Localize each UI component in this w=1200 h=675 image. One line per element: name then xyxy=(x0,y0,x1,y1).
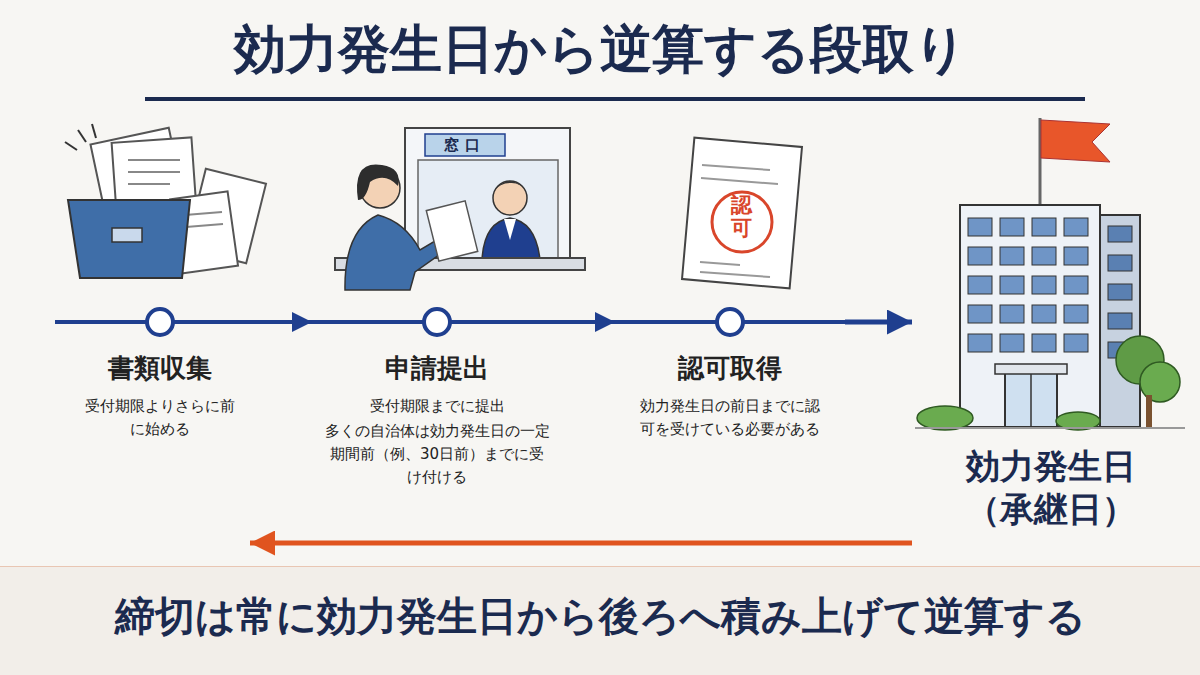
document-tray xyxy=(68,200,190,278)
building xyxy=(915,427,1185,429)
document-tray xyxy=(128,183,170,185)
document-tray xyxy=(128,159,180,161)
building xyxy=(915,118,1185,430)
document-tray xyxy=(185,212,222,215)
stamp-text: 認可 xyxy=(731,194,752,240)
building xyxy=(960,205,1100,427)
approval-document xyxy=(682,138,802,289)
building xyxy=(1064,334,1088,352)
document-tray xyxy=(92,124,96,138)
timeline-dot xyxy=(147,309,743,335)
step-box: 申請提出受付期限までに提出多くの自治体は効力発生日の一定期間前（例、30日前）ま… xyxy=(312,300,562,505)
counter-sign: 窓口 xyxy=(425,134,505,156)
building xyxy=(1000,276,1024,294)
building xyxy=(968,334,992,352)
building xyxy=(1000,247,1024,265)
building xyxy=(968,247,992,265)
timeline-dot xyxy=(424,309,450,335)
node-body: 多くの自治体は効力発生日の一定期間前（例、30日前）までに受け付ける xyxy=(323,420,551,490)
building xyxy=(1030,374,1032,427)
service-counter xyxy=(405,128,570,263)
timeline-arrow xyxy=(562,320,615,324)
building xyxy=(1032,247,1056,265)
building xyxy=(1032,334,1056,352)
building xyxy=(1064,276,1088,294)
building xyxy=(1032,276,1056,294)
service-counter xyxy=(504,219,516,240)
node-body: 受付期限までに提出 xyxy=(317,395,557,418)
building xyxy=(1041,120,1110,162)
node-body: 効力発生日の前日までに認可を受けている必要がある xyxy=(639,395,821,442)
node-heading: 申請提出 xyxy=(385,352,489,385)
document-tray xyxy=(65,124,266,278)
building xyxy=(968,276,992,294)
timeline-line xyxy=(55,322,900,323)
title-underline xyxy=(145,97,1085,101)
title: 効力発生日から逆算する段取り xyxy=(0,18,1200,80)
goal-box: 効力発生日（承継日） xyxy=(912,115,1190,555)
service-counter xyxy=(493,181,527,215)
building xyxy=(1005,372,1057,427)
building xyxy=(1108,313,1132,329)
approval-document xyxy=(700,272,770,277)
approval-document xyxy=(702,165,770,170)
title-underline xyxy=(145,97,1085,101)
approval-document xyxy=(682,138,802,289)
building xyxy=(1108,284,1132,300)
service-counter xyxy=(425,134,505,156)
timeline-arrow xyxy=(250,320,312,324)
building xyxy=(1108,226,1132,242)
step-box: 認可取得効力発生日の前日までに認可を受けている必要がある xyxy=(615,300,845,500)
document-tray xyxy=(112,228,142,242)
approval-document xyxy=(712,192,772,252)
service-counter xyxy=(426,201,477,261)
service-counter xyxy=(482,218,540,260)
building xyxy=(1032,218,1056,236)
caption: 締切は常に効力発生日から後ろへ積み上げて逆算する xyxy=(0,592,1200,640)
service-counter xyxy=(357,164,399,200)
document-tray xyxy=(128,171,180,173)
approval-document xyxy=(701,178,778,184)
document-tray xyxy=(65,142,77,150)
building xyxy=(1100,215,1140,427)
building xyxy=(1064,218,1088,236)
timeline-dot xyxy=(717,309,743,335)
building xyxy=(1000,334,1024,352)
building xyxy=(1064,247,1088,265)
document-tray xyxy=(78,130,86,142)
node-heading: 効力発生日（承継日） xyxy=(951,445,1151,530)
building xyxy=(968,305,992,323)
timeline-arrow xyxy=(250,541,912,546)
node-heading: 書類収集 xyxy=(108,352,212,385)
building xyxy=(1108,255,1132,271)
timeline-line xyxy=(55,320,900,324)
building xyxy=(995,364,1067,374)
approval-document xyxy=(700,262,740,265)
service-counter xyxy=(493,181,527,192)
building xyxy=(1064,305,1088,323)
building xyxy=(968,218,992,236)
building xyxy=(917,406,973,430)
building xyxy=(1000,305,1024,323)
building xyxy=(1000,218,1024,236)
node-body: 受付期限よりさらに前に始める xyxy=(85,395,235,442)
timeline-dot xyxy=(147,309,173,335)
building xyxy=(1146,395,1152,427)
building xyxy=(968,218,1132,358)
service-counter xyxy=(335,128,585,290)
timeline-arrow xyxy=(845,320,912,325)
step-box: 書類収集受付期限よりさらに前に始める xyxy=(70,300,250,555)
building xyxy=(1032,305,1056,323)
node-heading: 認可取得 xyxy=(678,352,782,385)
document-tray xyxy=(186,224,223,227)
